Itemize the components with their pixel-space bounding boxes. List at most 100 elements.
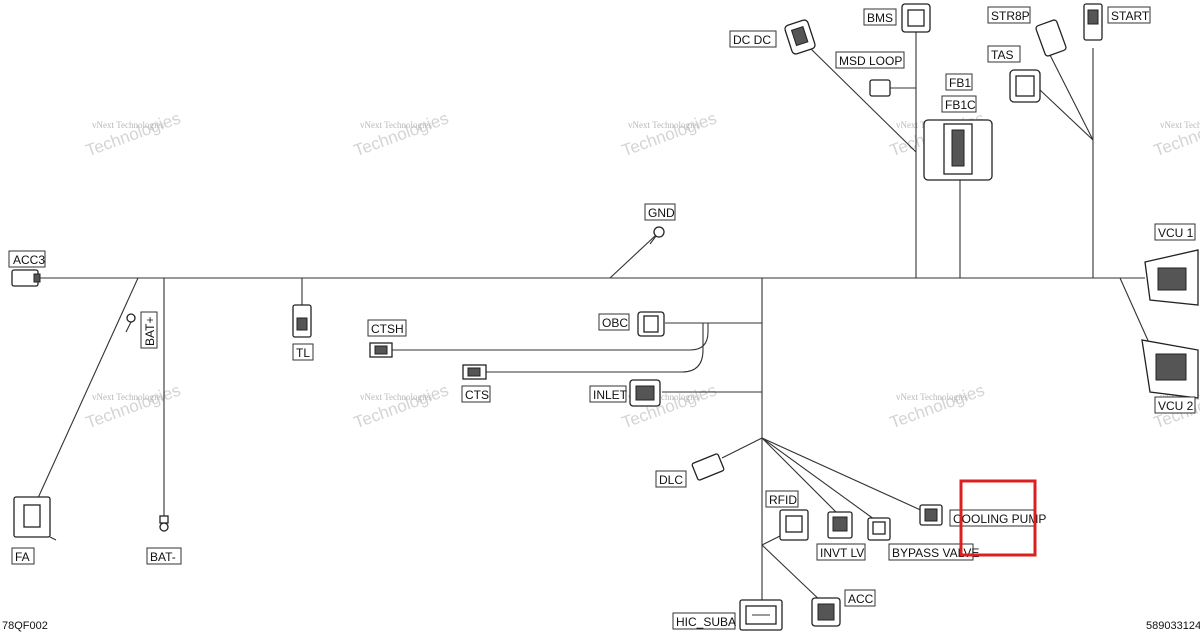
cooling-pump-connector-icon[interactable] xyxy=(919,504,943,526)
label-dc-dc-text: DC DC xyxy=(733,33,771,47)
label-start-text: START xyxy=(1111,9,1150,23)
connectors xyxy=(11,3,1199,631)
acc3-connector-icon[interactable] xyxy=(11,269,41,287)
label-str8p[interactable]: STR8P xyxy=(987,6,1031,24)
label-tas-text: TAS xyxy=(991,48,1013,62)
invt-lv-connector-icon[interactable] xyxy=(827,511,853,539)
label-hic-suba[interactable]: HIC_SUBA xyxy=(672,612,736,630)
label-acc[interactable]: ACC xyxy=(844,589,876,607)
dlc-wire xyxy=(721,437,763,459)
watermark-small: vNext Technologies xyxy=(628,392,700,402)
hic-suba-connector-icon[interactable] xyxy=(739,599,783,631)
label-msd-loop-text: MSD LOOP xyxy=(839,54,902,68)
label-fa[interactable]: FA xyxy=(11,547,35,565)
label-fb1-text: FB1 xyxy=(949,76,971,90)
label-str8p-text: STR8P xyxy=(991,9,1030,23)
tas-wire xyxy=(1039,89,1094,141)
fb1-fuse-box-icon[interactable] xyxy=(923,119,993,181)
label-cooling-pump-text: COOLING PUMP xyxy=(953,512,1046,526)
label-cts[interactable]: CTS xyxy=(461,385,491,403)
label-bypass-valve[interactable]: BYPASS VALVE xyxy=(888,543,979,561)
vcu2-wire xyxy=(1119,277,1151,346)
label-tl[interactable]: TL xyxy=(292,343,314,361)
label-cooling-pump[interactable]: COOLING PUMP xyxy=(949,509,1046,527)
acc-connector-icon[interactable] xyxy=(811,597,841,627)
dc-dc-connector-icon[interactable] xyxy=(784,19,816,55)
gnd-ring-terminal-icon[interactable] xyxy=(649,226,665,245)
gnd-branch-wire xyxy=(609,235,656,279)
label-ctsh[interactable]: CTSH xyxy=(367,319,407,337)
label-obc[interactable]: OBC xyxy=(598,313,630,331)
label-acc3-text: ACC3 xyxy=(13,253,45,267)
label-bat-plus-text: BAT+ xyxy=(143,317,157,346)
label-tas[interactable]: TAS xyxy=(987,45,1021,63)
label-bat-plus[interactable]: BAT+ xyxy=(140,311,158,349)
watermark-large: Technologies xyxy=(351,108,451,160)
bat-minus-ring-terminal-icon[interactable] xyxy=(159,515,169,532)
label-inlet[interactable]: INLET xyxy=(589,385,628,403)
watermark-small: vNext Technologies xyxy=(896,392,968,402)
str8p-wire xyxy=(1049,54,1094,141)
watermark-large: Technologies xyxy=(83,108,183,160)
dlc-connector-icon[interactable] xyxy=(691,453,725,481)
label-vcu2[interactable]: VCU 2 xyxy=(1154,396,1196,414)
bypass-valve-connector-icon[interactable] xyxy=(867,517,891,541)
fa-branch-wire xyxy=(37,277,139,499)
label-bat-minus[interactable]: BAT- xyxy=(146,547,182,565)
bms-connector-icon[interactable] xyxy=(901,3,931,33)
label-bms[interactable]: BMS xyxy=(863,8,897,26)
label-obc-text: OBC xyxy=(602,316,628,330)
tl-connector-icon[interactable] xyxy=(292,304,312,338)
label-msd-loop[interactable]: MSD LOOP xyxy=(835,51,905,69)
label-fa-text: FA xyxy=(15,550,30,564)
watermark-large: Technologies xyxy=(83,380,183,432)
watermark-large: Technologies xyxy=(887,380,987,432)
label-inlet-text: INLET xyxy=(593,388,628,402)
dcdc-wire xyxy=(809,47,917,153)
ctsh-connector-icon[interactable] xyxy=(369,342,393,358)
label-gnd-text: GND xyxy=(648,206,675,220)
cooling-pump-highlight-box xyxy=(959,479,1037,557)
bat-plus-ring-terminal-icon[interactable] xyxy=(125,313,136,333)
label-bypass-valve-text: BYPASS VALVE xyxy=(892,546,979,560)
str8p-connector-icon[interactable] xyxy=(1035,19,1067,57)
start-connector-icon[interactable] xyxy=(1083,3,1103,41)
bypass-valve-wire xyxy=(761,437,879,523)
vcu2-connector-icon[interactable] xyxy=(1141,339,1199,399)
watermark-large: Technologies xyxy=(1151,108,1200,160)
label-rfid[interactable]: RFID xyxy=(765,490,799,508)
label-cts-text: CTS xyxy=(465,388,489,402)
obc-connector-icon[interactable] xyxy=(637,311,665,337)
label-dc-dc[interactable]: DC DC xyxy=(729,30,777,48)
figure-code-right: 589033124 xyxy=(1146,620,1200,632)
label-start[interactable]: START xyxy=(1107,6,1151,24)
rfid-connector-icon[interactable] xyxy=(779,509,809,541)
vcu1-connector-icon[interactable] xyxy=(1144,249,1199,306)
watermark-large: Technologies xyxy=(619,108,719,160)
label-bms-text: BMS xyxy=(867,11,893,25)
inlet-connector-icon[interactable] xyxy=(629,379,661,407)
labels: ACC3 BAT+ TL CTSH CTS GND OBC INLET xyxy=(8,6,1196,630)
label-bat-minus-text: BAT- xyxy=(150,550,176,564)
label-vcu1[interactable]: VCU 1 xyxy=(1154,223,1196,241)
figure-code-left: 78QF002 xyxy=(2,620,48,632)
msd-loop-connector-icon[interactable] xyxy=(869,79,891,97)
label-acc3[interactable]: ACC3 xyxy=(8,250,46,268)
watermark-large: Technologies xyxy=(351,380,451,432)
watermark-small: vNext Technologies xyxy=(92,120,164,130)
label-fb1[interactable]: FB1 xyxy=(945,73,973,91)
fa-connector-icon[interactable] xyxy=(13,496,57,541)
watermark-small: vNext Technologies xyxy=(1160,120,1200,130)
cts-connector-icon[interactable] xyxy=(462,364,487,380)
label-fb1c[interactable]: FB1C xyxy=(941,95,977,113)
acc-wire xyxy=(761,544,826,606)
label-gnd[interactable]: GND xyxy=(644,203,676,221)
watermark-small: vNext Technologies xyxy=(360,120,432,130)
watermark-small: vNext Technologies xyxy=(628,120,700,130)
label-vcu2-text: VCU 2 xyxy=(1158,399,1194,413)
label-tl-text: TL xyxy=(296,346,310,360)
tas-connector-icon[interactable] xyxy=(1009,69,1041,103)
label-invt-lv[interactable]: INVT LV xyxy=(816,543,866,561)
label-ctsh-text: CTSH xyxy=(371,322,404,336)
label-dlc[interactable]: DLC xyxy=(655,470,687,488)
